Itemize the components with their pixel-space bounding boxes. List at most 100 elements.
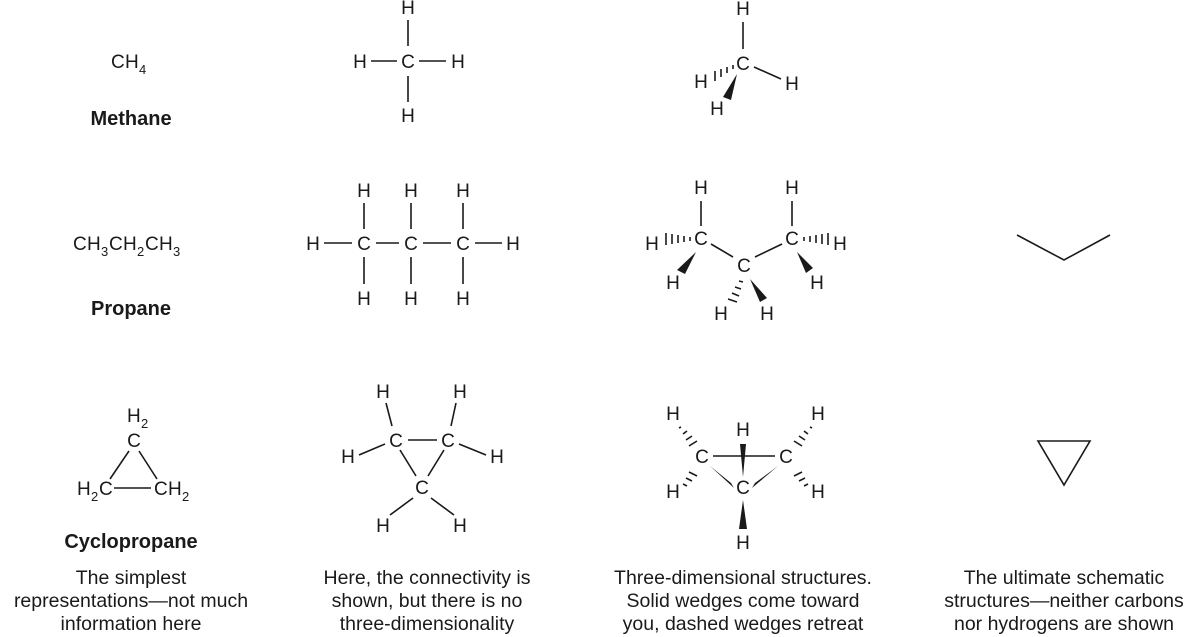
atom-label: C bbox=[154, 479, 168, 500]
subscript-label: 3 bbox=[101, 244, 108, 259]
atom-label: H bbox=[401, 106, 415, 127]
solid-wedge-bond bbox=[752, 466, 778, 488]
caption-column-1: The simplest representations—not much in… bbox=[14, 567, 248, 635]
atom-label: H bbox=[401, 0, 415, 19]
bond bbox=[399, 449, 417, 477]
methane-name: Methane bbox=[90, 108, 171, 130]
atom-label: H bbox=[125, 52, 139, 73]
atom-label: C bbox=[694, 229, 708, 250]
bond bbox=[458, 443, 487, 456]
dashed-wedge-bond bbox=[678, 426, 698, 447]
caption-line: structures—neither carbons bbox=[944, 590, 1184, 612]
atom-label: H bbox=[736, 533, 750, 554]
atom-label: C bbox=[456, 234, 470, 255]
caption-line: nor hydrogens are shown bbox=[954, 613, 1174, 635]
bond bbox=[710, 243, 734, 258]
atom-label: C bbox=[785, 229, 799, 250]
atom-label: C bbox=[404, 234, 418, 255]
subscript-label: 2 bbox=[137, 244, 144, 259]
methane-3d-structure: H C H H H bbox=[694, 0, 799, 120]
atom-label: C bbox=[109, 234, 123, 255]
atom-label: H bbox=[453, 516, 467, 537]
atom-label: H bbox=[376, 516, 390, 537]
atom-label: H bbox=[666, 273, 680, 294]
subscript-label: 4 bbox=[139, 62, 146, 77]
atom-label: H bbox=[714, 304, 728, 325]
caption-column-2: Here, the connectivity is shown, but the… bbox=[323, 567, 530, 635]
propane-name: Propane bbox=[91, 298, 171, 320]
bond bbox=[385, 402, 393, 427]
atom-label: H bbox=[376, 382, 390, 403]
cyclopropane-name: Cyclopropane bbox=[64, 531, 197, 553]
atom-label: H bbox=[736, 420, 750, 441]
caption-line: you, dashed wedges retreat bbox=[623, 613, 864, 635]
atom-label: H bbox=[666, 404, 680, 425]
methane-condensed-formula: C H 4 bbox=[111, 52, 146, 77]
bond bbox=[430, 497, 455, 516]
atom-label: H bbox=[451, 52, 465, 73]
atom-label: H bbox=[404, 181, 418, 202]
atom-label: H bbox=[456, 289, 470, 310]
atom-label: H bbox=[87, 234, 101, 255]
atom-label: H bbox=[736, 0, 750, 20]
bond bbox=[754, 243, 783, 258]
dashed-wedge-bond bbox=[793, 426, 813, 447]
atom-label: H bbox=[404, 289, 418, 310]
bond bbox=[753, 66, 782, 80]
caption-line: shown, but there is no bbox=[332, 590, 523, 612]
atom-label: C bbox=[145, 234, 159, 255]
atom-label: C bbox=[357, 234, 371, 255]
caption-line: three-dimensionality bbox=[340, 613, 515, 635]
dashed-wedge-bond bbox=[665, 233, 691, 245]
subscript-label: 2 bbox=[182, 489, 189, 504]
methane-structural-formula: H H C H H bbox=[353, 0, 465, 127]
caption-line: representations—not much bbox=[14, 590, 248, 612]
atom-label: C bbox=[441, 431, 455, 452]
atom-label: C bbox=[401, 52, 415, 73]
caption-line: information here bbox=[61, 613, 202, 635]
atom-label: H bbox=[710, 99, 724, 120]
propane-structural-formula: H H H H C C C H H H H bbox=[306, 181, 520, 310]
atom-label: H bbox=[490, 447, 504, 468]
atom-label: H bbox=[811, 404, 825, 425]
atom-label: C bbox=[737, 256, 751, 277]
propane-condensed-formula: C H 3 C H 2 C H 3 bbox=[73, 234, 180, 259]
atom-label: H bbox=[306, 234, 320, 255]
caption-column-3: Three-dimensional structures. Solid wedg… bbox=[614, 567, 872, 635]
atom-label: C bbox=[389, 431, 403, 452]
atom-label: H bbox=[785, 74, 799, 95]
atom-label: H bbox=[159, 234, 173, 255]
propane-skeletal-structure bbox=[1016, 234, 1111, 261]
dashed-wedge-bond bbox=[793, 471, 809, 487]
solid-wedge-bond bbox=[797, 252, 813, 273]
atom-label: C bbox=[779, 447, 793, 468]
cyclopropane-condensed-formula: H 2 C H 2 C C H 2 bbox=[77, 406, 189, 504]
atom-label: H bbox=[810, 273, 824, 294]
atom-label: H bbox=[168, 479, 182, 500]
propane-3d-structure: H H C C H H C H H H H bbox=[645, 178, 847, 325]
atom-label: C bbox=[415, 478, 429, 499]
bond bbox=[109, 450, 130, 480]
atom-label: H bbox=[666, 482, 680, 503]
dashed-wedge-bond bbox=[682, 471, 698, 487]
bond bbox=[358, 443, 386, 456]
bond bbox=[389, 497, 414, 516]
solid-wedge-bond bbox=[740, 444, 746, 477]
atom-label: H bbox=[811, 482, 825, 503]
atom-label: H bbox=[341, 447, 355, 468]
subscript-label: 3 bbox=[173, 244, 180, 259]
caption-line: The simplest bbox=[76, 567, 187, 589]
solid-wedge-bond bbox=[710, 466, 734, 488]
atom-label: H bbox=[357, 289, 371, 310]
cyclopropane-3d-structure: H H H C C C H H H bbox=[666, 404, 825, 554]
caption-line: Here, the connectivity is bbox=[323, 567, 530, 589]
cyclopropane-structural-formula: H H C C H H C H H bbox=[341, 382, 504, 537]
dashed-wedge-bond bbox=[727, 280, 744, 303]
atom-label: H bbox=[453, 382, 467, 403]
solid-wedge-bond bbox=[723, 74, 737, 100]
bond bbox=[138, 450, 158, 480]
atom-label: H bbox=[785, 178, 799, 199]
atom-label: H bbox=[760, 304, 774, 325]
atom-label: H bbox=[456, 181, 470, 202]
